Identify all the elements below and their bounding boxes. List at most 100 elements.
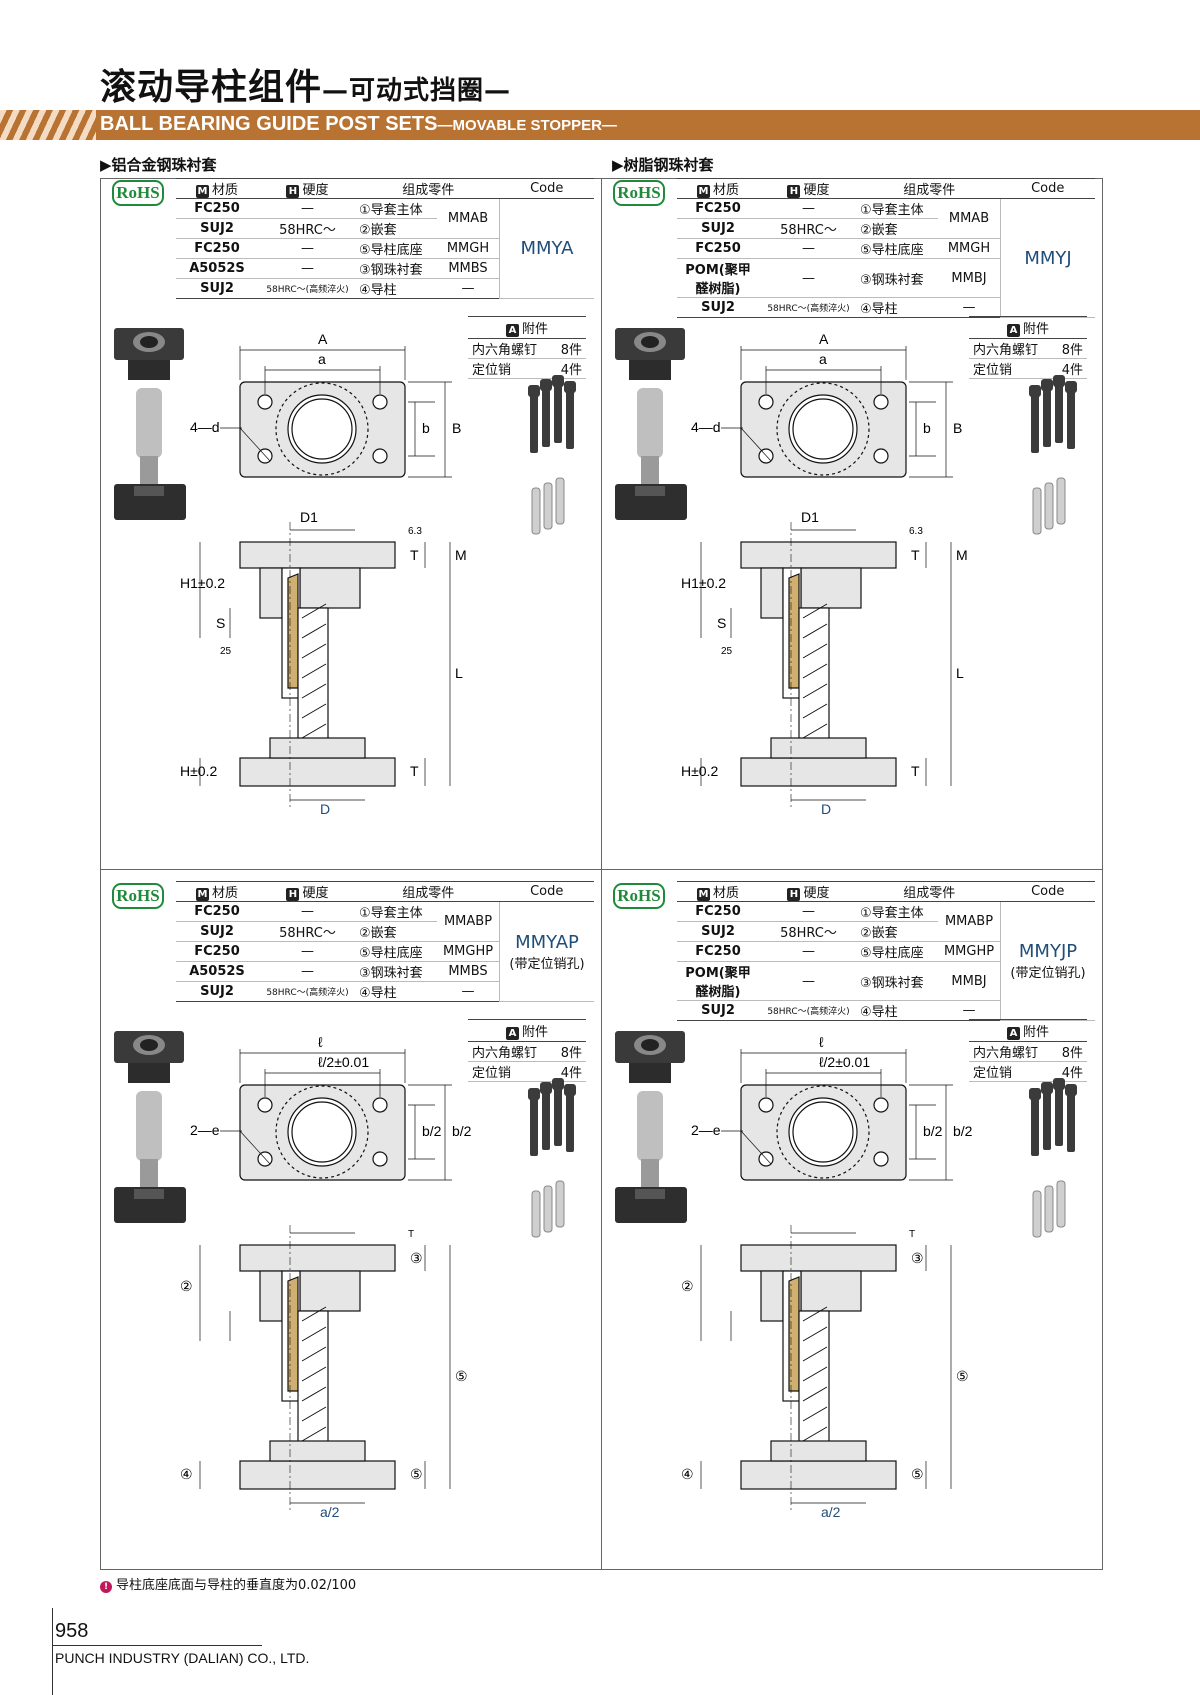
accessory-photo — [1029, 1078, 1077, 1238]
cell-part-code: MMGHP — [437, 941, 500, 962]
product-photo — [114, 1031, 186, 1223]
accessory-qty: 8件 — [552, 338, 586, 359]
hardness-badge-icon: H — [286, 888, 300, 901]
col-parts: 组成零件 — [858, 178, 1001, 199]
dim-S: S — [216, 615, 225, 631]
material-badge-icon: M — [195, 185, 209, 198]
cell-material: FC250 — [176, 238, 258, 259]
company-name: PUNCH INDUSTRY (DALIAN) CO., LTD. — [55, 1650, 310, 1666]
panel-divider-vertical — [601, 179, 602, 1569]
cell-hardness: — — [258, 961, 357, 982]
cell-hardness: — — [759, 258, 858, 298]
cell-hardness: — — [258, 238, 357, 259]
cell-material: FC250 — [176, 901, 258, 922]
product-code-text: MMYAP — [515, 931, 579, 953]
cell-material: FC250 — [677, 238, 759, 259]
accessory-name: 内六角螺钉 — [468, 338, 553, 359]
cell-material: SUJ2 — [176, 981, 258, 1002]
col-parts: 组成零件 — [858, 881, 1001, 902]
accessory-badge-icon: A — [1006, 1027, 1020, 1040]
dim-T: T — [410, 547, 419, 563]
dim-H: H±0.2 — [681, 763, 718, 779]
cell-part: ②嵌套 — [858, 921, 938, 942]
dim-H1: ② — [681, 1278, 694, 1294]
dim-M: M — [956, 547, 968, 563]
dim-D1: D1 — [300, 509, 318, 525]
cell-hardness: 58HRC～ — [759, 218, 858, 239]
dim-H: ④ — [180, 1466, 193, 1482]
cell-part: ④导柱 — [858, 1000, 938, 1021]
dim-H1: ② — [180, 1278, 193, 1294]
cell-hardness: — — [759, 198, 858, 219]
cell-material: FC250 — [176, 941, 258, 962]
dim-T: ③ — [911, 1250, 924, 1266]
col-code: Code — [499, 881, 594, 902]
dim-A: A — [819, 331, 829, 347]
product-code: MMYJ — [1000, 198, 1095, 318]
title-banner: BALL BEARING GUIDE POST SETS—MOVABLE STO… — [0, 110, 1200, 140]
accessory-badge-icon: A — [1006, 324, 1020, 337]
product-code: MMYJP(带定位销孔) — [1000, 901, 1095, 1021]
cell-part: ②嵌套 — [357, 218, 437, 239]
top-view-drawing: A a 4—d b B — [190, 331, 461, 478]
accessory-photo — [528, 375, 576, 535]
product-code-note: (带定位销孔) — [1010, 966, 1086, 981]
roughness-6-3: 6.3 — [909, 526, 923, 537]
dim-b: b — [923, 420, 931, 436]
dim-B: b/2 — [452, 1123, 472, 1139]
dim-d: 2—e — [190, 1122, 220, 1138]
cell-part-code: — — [437, 981, 500, 1002]
cell-hardness: 58HRC～ — [258, 218, 357, 239]
cell-hardness: — — [258, 901, 357, 922]
cell-part: ③钢珠衬套 — [858, 258, 938, 298]
dim-D1: D1 — [801, 509, 819, 525]
info-icon: ! — [100, 1581, 112, 1593]
cell-part: ③钢珠衬套 — [357, 961, 437, 982]
dim-a: a — [819, 351, 827, 367]
cell-material: A5052S — [176, 258, 258, 279]
rohs-badge: RoHS — [613, 180, 665, 206]
dim-T-bottom: ⑤ — [410, 1466, 423, 1482]
top-view-drawing: ℓ ℓ/2±0.01 2—e b/2 b/2 — [190, 1034, 472, 1181]
hardness-badge-icon: H — [787, 185, 801, 198]
banner-stripes — [0, 110, 96, 140]
accessory-qty: 4件 — [1053, 358, 1087, 379]
dim-D: a/2 — [821, 1504, 841, 1520]
cell-hardness: 58HRC～ — [258, 921, 357, 942]
roughness-6-3: T — [408, 1229, 414, 1240]
material-badge-icon: M — [696, 888, 710, 901]
cell-material: FC250 — [677, 901, 759, 922]
col-code: Code — [499, 178, 594, 199]
cell-hardness: — — [759, 961, 858, 1001]
page-number-rule — [52, 1645, 262, 1646]
roughness-25: 25 — [220, 646, 232, 657]
cell-material: FC250 — [677, 198, 759, 219]
dim-B: B — [452, 420, 461, 436]
accessory-badge-icon: A — [505, 1027, 519, 1040]
product-photo — [615, 328, 687, 520]
cell-material: SUJ2 — [677, 1000, 759, 1021]
cell-material: POM(聚甲醛树脂) — [677, 961, 759, 1001]
dim-T-bottom: ⑤ — [911, 1466, 924, 1482]
cell-hardness: 58HRC～(高频淬火) — [258, 278, 357, 299]
accessory-qty: 4件 — [1053, 1061, 1087, 1082]
dim-D: D — [821, 801, 831, 817]
dim-d: 2—e — [691, 1122, 721, 1138]
col-code: Code — [1000, 178, 1095, 199]
cell-hardness: — — [258, 941, 357, 962]
accessory-qty: 8件 — [1053, 338, 1087, 359]
cell-part: ②嵌套 — [858, 218, 938, 239]
dim-B: b/2 — [953, 1123, 973, 1139]
dim-H: H±0.2 — [180, 763, 217, 779]
